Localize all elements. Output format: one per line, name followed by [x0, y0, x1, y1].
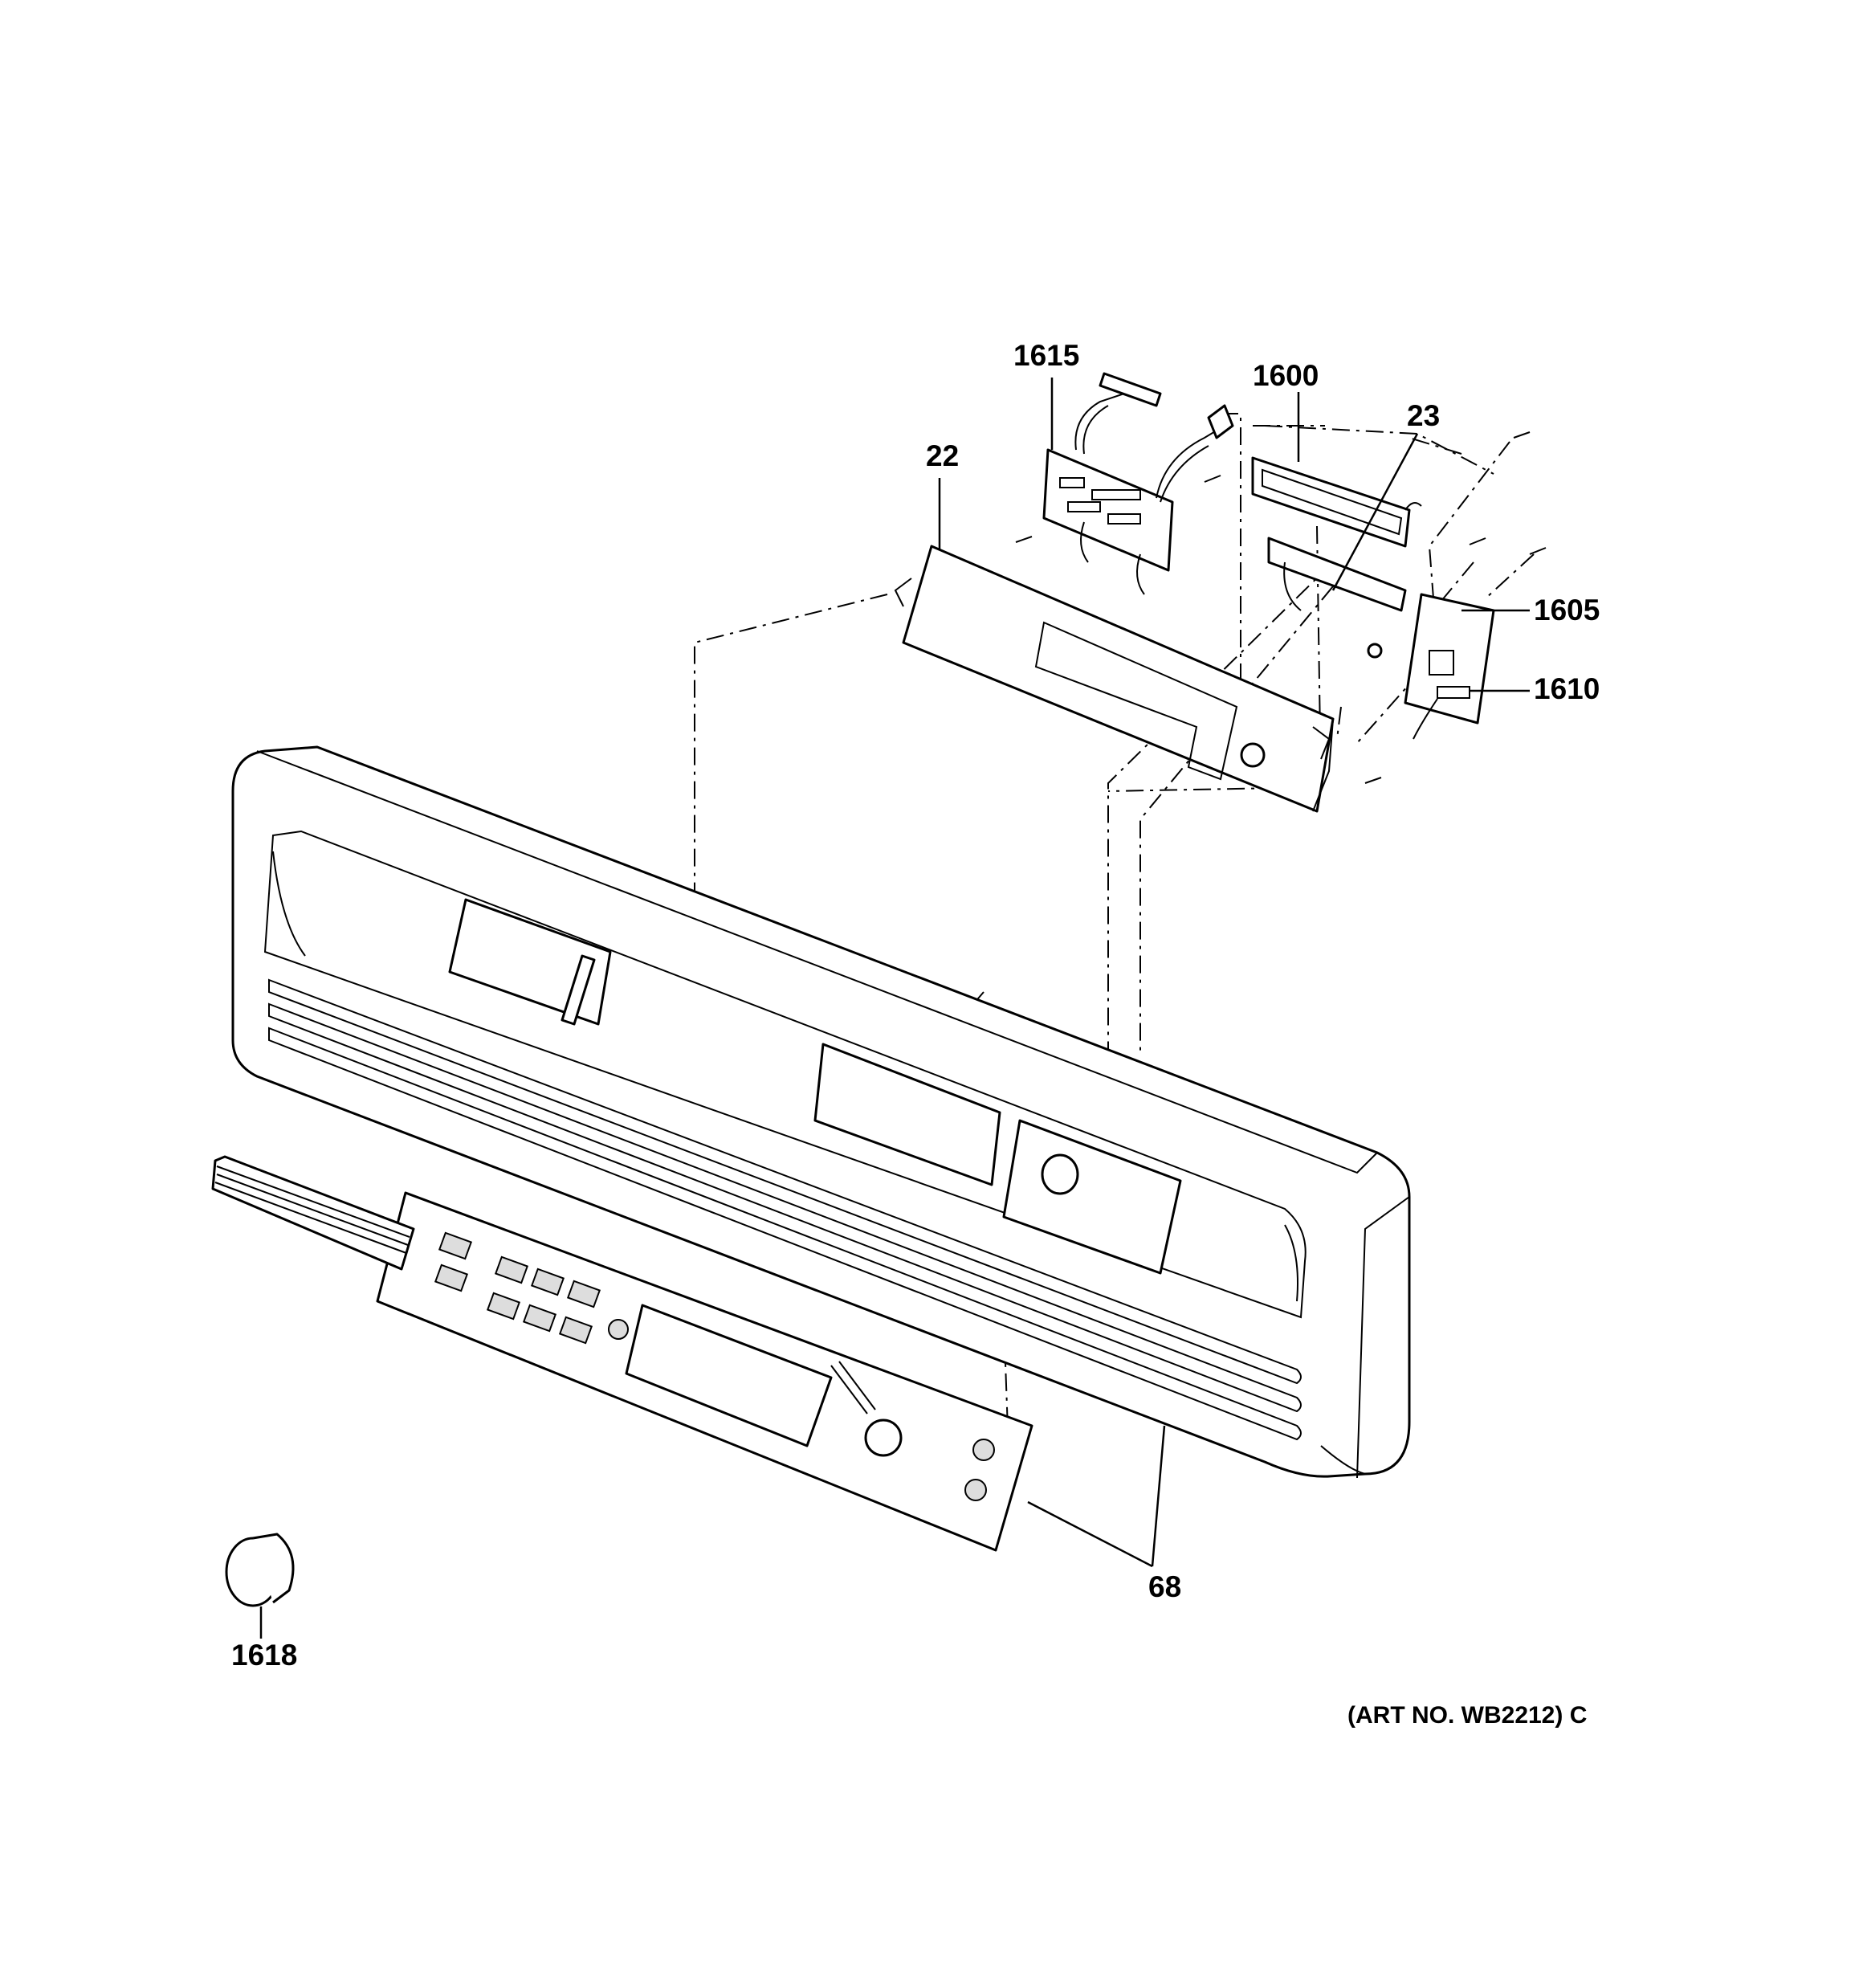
display-lens — [1267, 537, 1407, 612]
art-number: (ART NO. WB2212) C — [1347, 1702, 1587, 1729]
control-board — [1042, 372, 1234, 595]
label-23: 23 — [1407, 399, 1440, 432]
part-labels: 1615 1600 23 22 1605 1610 68 1618 (ART N… — [231, 339, 1600, 1729]
label-1615: 1615 — [1013, 339, 1079, 372]
label-1600: 1600 — [1253, 359, 1319, 392]
leader-lines — [259, 378, 1530, 1639]
label-1605: 1605 — [1534, 594, 1600, 627]
label-68: 68 — [1148, 1570, 1181, 1603]
label-1610: 1610 — [1534, 672, 1600, 705]
control-panel — [231, 745, 1411, 1479]
control-bracket — [894, 545, 1335, 813]
label-22: 22 — [926, 439, 959, 472]
knob — [225, 1533, 295, 1607]
encoder-board — [1367, 593, 1495, 740]
screws — [1015, 431, 1547, 784]
label-1618: 1618 — [231, 1639, 297, 1672]
membrane-overlay — [211, 1155, 1033, 1552]
display-board — [1251, 456, 1422, 548]
